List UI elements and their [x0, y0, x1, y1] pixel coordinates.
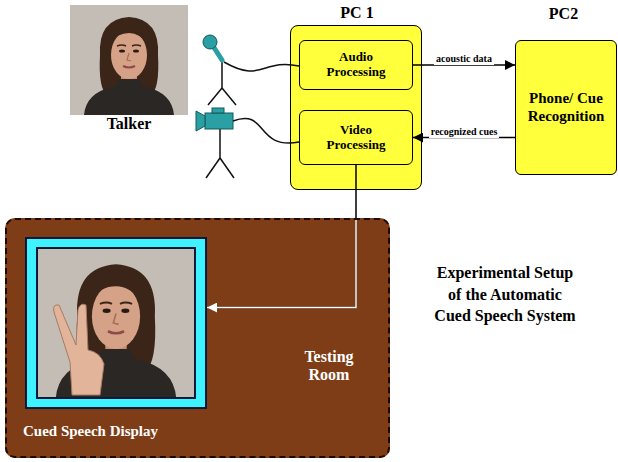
- display-screen: [37, 248, 195, 398]
- connector-line: [207, 218, 356, 308]
- text-holder: PC2: [506, 5, 618, 23]
- display-fill: [25, 237, 207, 409]
- room-region: Cued Speech DisplayTesting Room: [5, 218, 390, 458]
- caption-holder: Experimental Setup of the Automatic Cued…: [430, 262, 580, 327]
- text-holder: Testing Room: [289, 348, 369, 385]
- display-label: Cued Speech Display: [23, 423, 223, 440]
- process-box: Video Processing: [299, 110, 413, 165]
- cueing-hand: [54, 304, 104, 395]
- process-label: Audio Processing: [314, 50, 398, 80]
- talker-photo: [70, 5, 188, 115]
- edge-label-holder: acoustic data: [404, 48, 524, 66]
- text-holder: Video Processing: [314, 123, 398, 153]
- process-label: Video Processing: [314, 123, 398, 153]
- display-frame: Cued Speech Display: [25, 237, 207, 409]
- text-holder: Cued Speech Display: [23, 423, 223, 440]
- room-label: Testing Room: [289, 348, 369, 385]
- connector-line: [207, 165, 356, 308]
- process-label: Phone/ Cue Recognition: [522, 90, 610, 125]
- camera-symbol: [196, 108, 234, 178]
- edge-label: acoustic data: [434, 53, 494, 65]
- talker-label: Talker: [50, 115, 208, 133]
- microphone-symbol: [203, 35, 236, 105]
- caption-text: Experimental Setup of the Automatic Cued…: [430, 262, 580, 327]
- text-holder: Phone/ Cue Recognition: [522, 90, 610, 125]
- connector: [207, 165, 356, 308]
- pc-box: PC2Phone/ Cue Recognition: [515, 40, 617, 175]
- pc-title: PC2: [506, 5, 618, 23]
- text-holder: Talker: [50, 115, 208, 133]
- process-box: Audio Processing: [299, 40, 413, 90]
- text-holder: Audio Processing: [314, 50, 398, 80]
- edge-label-holder: recognized cues: [404, 121, 524, 139]
- display-photo: [37, 248, 195, 398]
- pc-title: PC 1: [281, 4, 433, 22]
- microphone-cable: [224, 62, 299, 71]
- edge-label: recognized cues: [429, 126, 500, 138]
- text-holder: PC 1: [281, 4, 433, 22]
- talker-photo-frame: Talker: [70, 5, 188, 115]
- pc-box: Audio ProcessingVideo ProcessingPC 1: [290, 25, 422, 190]
- room-fill: [5, 218, 390, 458]
